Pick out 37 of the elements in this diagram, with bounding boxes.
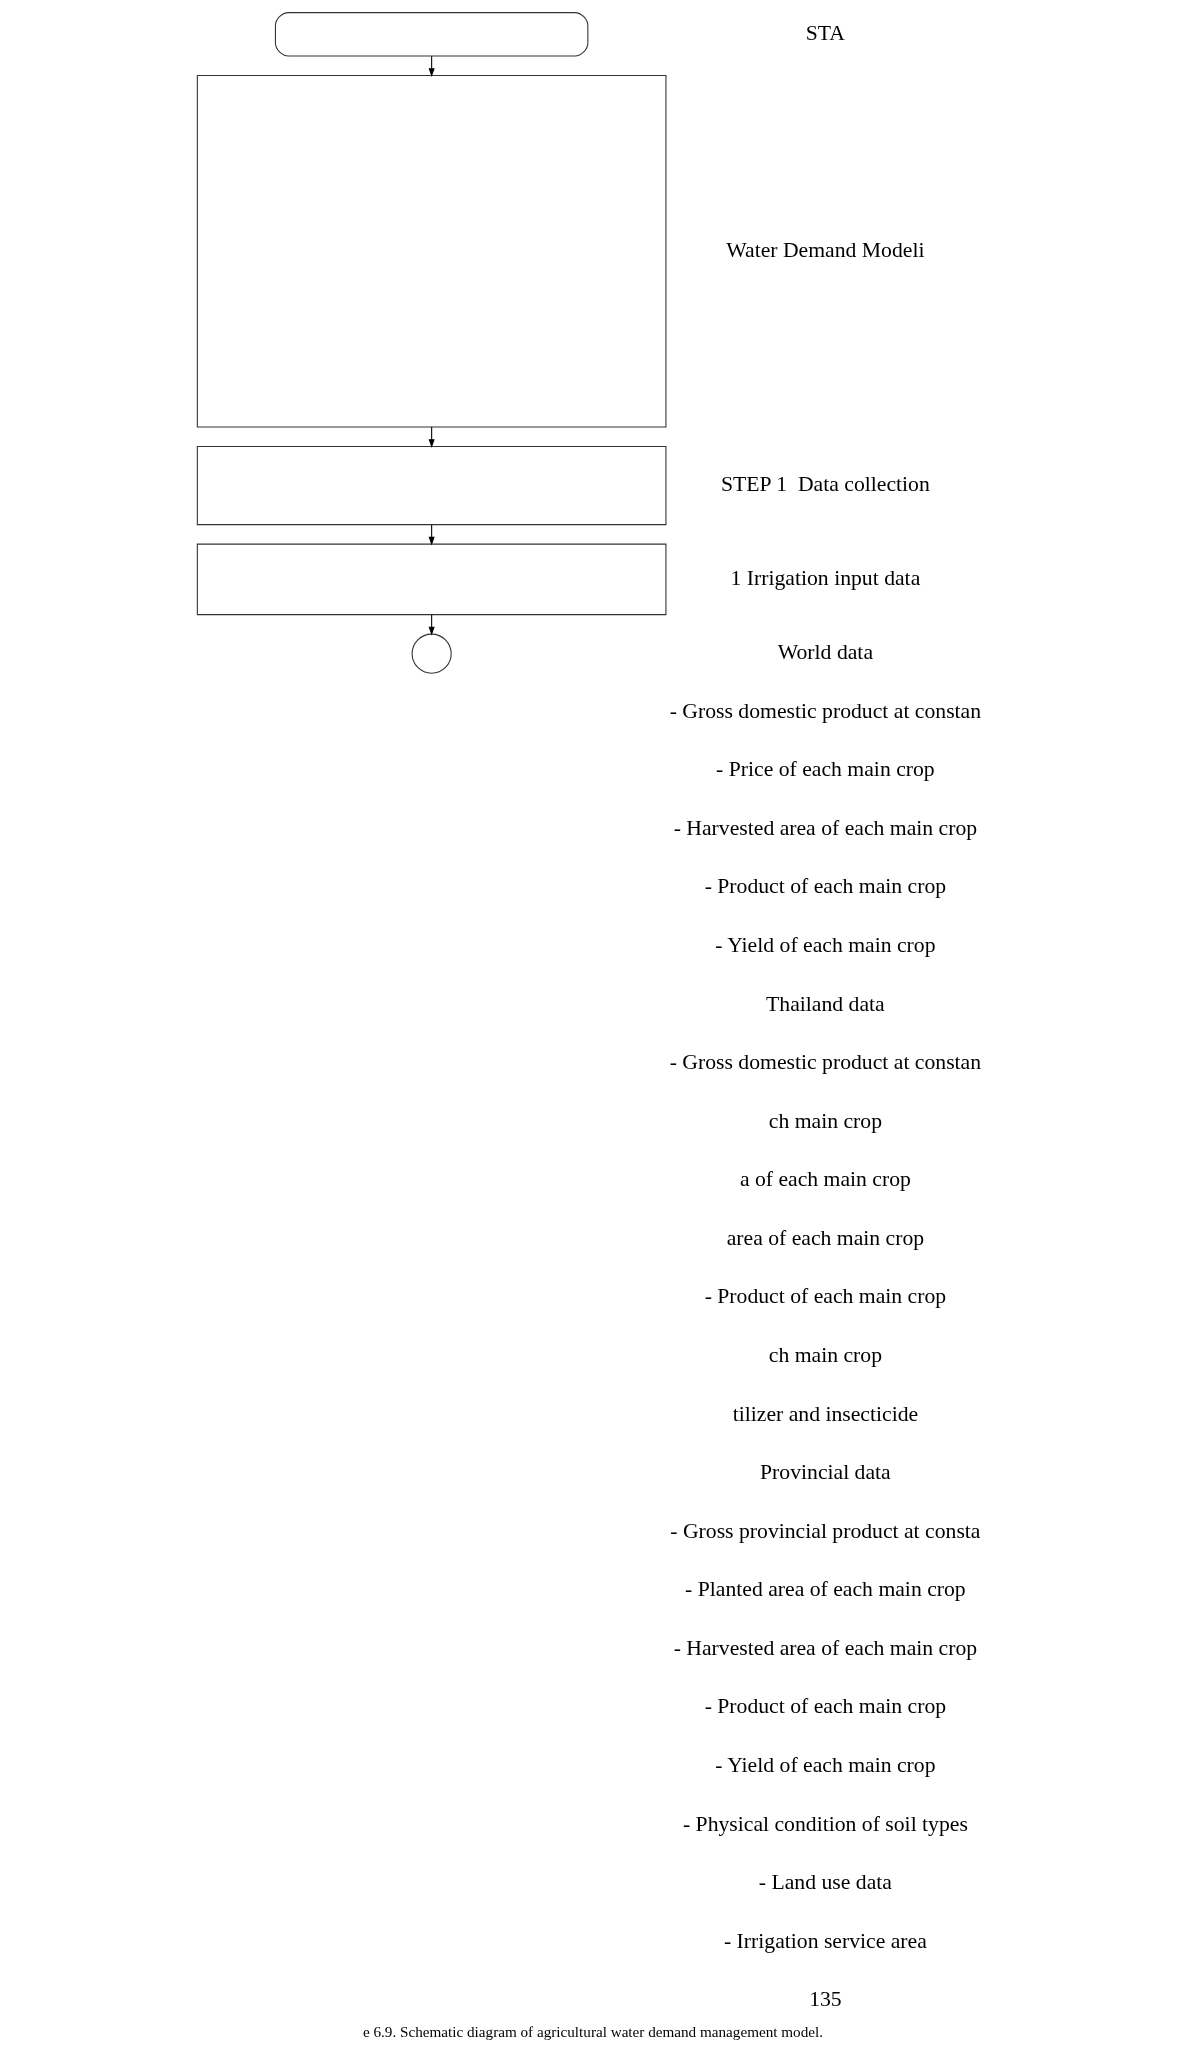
- label: - Physical condition of soil types: [682, 1811, 968, 1836]
- label: STEP 1 Data collection: [720, 471, 930, 496]
- label: - Gross domestic product at constan: [669, 1050, 981, 1075]
- label: Thailand data: [765, 991, 885, 1016]
- arrow: [428, 55, 435, 77]
- label: - Price of each main crop: [715, 757, 935, 782]
- label: 135: [808, 1987, 842, 2012]
- label: - Harvested area of each main crop: [673, 1635, 977, 1660]
- label: 1 Irrigation input data: [730, 565, 920, 590]
- label: - Product of each main crop: [704, 1694, 946, 1719]
- label: STA: [805, 20, 845, 45]
- label: - Gross provincial product at consta: [669, 1518, 980, 1543]
- node-box: [196, 543, 666, 616]
- arrow: [428, 614, 435, 636]
- node-box: [274, 12, 588, 57]
- label: - Irrigation service area: [723, 1928, 927, 1953]
- label: Water Demand Modeli: [725, 237, 925, 262]
- label: - Gross domestic product at constan: [669, 698, 981, 723]
- label: World data: [777, 640, 873, 665]
- caption: e 6.9. Schematic diagram of agricultural water demand management model.: [362, 2022, 823, 2040]
- label: ch main crop: [768, 1343, 882, 1368]
- node-circle: [411, 633, 452, 674]
- label: - Product of each main crop: [704, 874, 946, 899]
- label: - Yield of each main crop: [714, 1753, 936, 1778]
- label: Provincial data: [759, 1460, 891, 1485]
- label: ch main crop: [768, 1108, 882, 1133]
- label: - Yield of each main crop: [714, 932, 936, 957]
- label: - Harvested area of each main crop: [673, 815, 977, 840]
- label: tilizer and insecticide: [732, 1401, 918, 1426]
- label: - Product of each main crop: [704, 1284, 946, 1309]
- node-box: [196, 445, 666, 526]
- node-box: [196, 74, 666, 428]
- label: a of each main crop: [739, 1167, 911, 1192]
- arrow: [428, 524, 435, 546]
- label: area of each main crop: [726, 1225, 924, 1250]
- label: - Planted area of each main crop: [684, 1577, 966, 1602]
- label: - Land use data: [758, 1870, 892, 1895]
